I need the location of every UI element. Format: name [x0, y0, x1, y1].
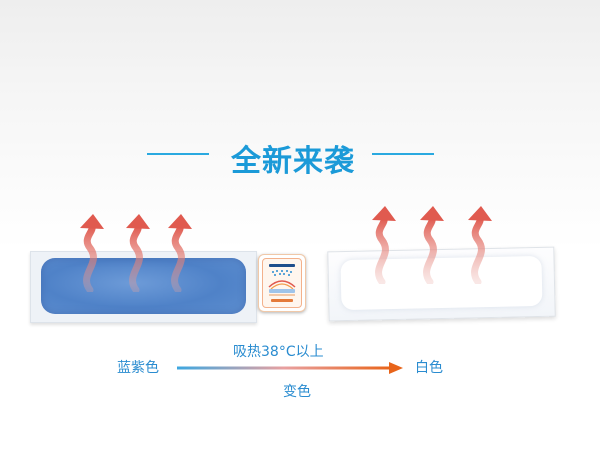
cooling-patch-badge-icon [258, 254, 306, 312]
from-color-label: 蓝紫色 [117, 360, 159, 376]
headline-right-rule [372, 153, 434, 155]
heat-arrows-left [80, 214, 192, 292]
result-label: 变色 [283, 384, 311, 400]
heat-wave-arrow-icon [168, 214, 192, 292]
heat-arrows-right [372, 206, 492, 284]
right-arrow-icon [177, 362, 403, 374]
heat-wave-arrow-icon [420, 206, 444, 284]
condition-label: 吸热38°C以上 [233, 344, 324, 360]
blue-cooling-patch [30, 251, 257, 323]
headline-left-rule [147, 153, 209, 155]
headline: 全新来袭 [231, 144, 355, 179]
heat-wave-arrow-icon [372, 206, 396, 284]
headline-row: 全新来袭 [0, 134, 600, 179]
heat-wave-arrow-icon [80, 214, 104, 292]
background-gradient [0, 0, 600, 250]
to-color-label: 白色 [415, 360, 443, 376]
heat-wave-arrow-icon [468, 206, 492, 284]
heat-wave-arrow-icon [126, 214, 150, 292]
blue-gel-pad [41, 258, 246, 314]
